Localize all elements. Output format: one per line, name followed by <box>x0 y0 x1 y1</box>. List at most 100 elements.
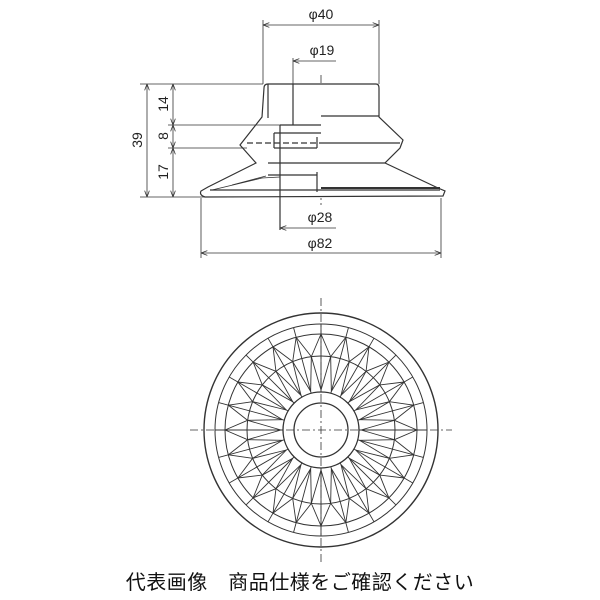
diagonal-rib <box>310 333 322 357</box>
dimensions <box>140 20 442 258</box>
dim-bore-diameter: φ19 <box>310 42 335 58</box>
diagonal-rib <box>345 498 350 523</box>
diagonal-rib <box>365 488 390 499</box>
diagonal-rib <box>292 337 297 362</box>
diagonal-rib <box>379 474 390 499</box>
diagonal-rib <box>262 384 293 403</box>
diagonal-rib <box>295 336 312 357</box>
diagonal-rib <box>310 356 312 392</box>
diagonal-rib <box>365 346 370 372</box>
diagonal-rib <box>340 464 367 490</box>
diagonal-rib <box>247 419 282 431</box>
diagonal-rib <box>389 381 405 402</box>
diagonal-rib <box>389 458 405 479</box>
radial-rib <box>228 448 289 484</box>
diagonal-rib <box>275 458 294 489</box>
radial-rib <box>353 448 414 484</box>
radial-rib <box>293 327 312 394</box>
diagonal-rib <box>340 361 350 396</box>
diagonal-rib <box>310 469 322 504</box>
diagonal-rib <box>252 361 277 372</box>
caption: 代表画像 商品仕様をご確認ください <box>125 570 475 594</box>
diagonal-rib <box>360 429 395 441</box>
diagonal-rib <box>379 474 405 479</box>
diagonal-rib <box>292 468 312 499</box>
diagonal-rib <box>355 384 381 411</box>
diagonal-rib <box>295 503 312 524</box>
bottom-view <box>190 298 452 562</box>
diagonal-rib <box>272 498 293 514</box>
diagonal-rib <box>224 419 248 431</box>
diagonal-rib <box>394 419 418 431</box>
diagonal-rib <box>247 439 283 441</box>
dim-top-height: 14 <box>155 96 171 112</box>
diagonal-rib <box>310 356 322 391</box>
radial-rib <box>218 439 285 458</box>
diagonal-rib <box>394 404 415 421</box>
dim-mid-height: 8 <box>155 132 171 140</box>
diagonal-rib <box>227 404 248 421</box>
radial-rib <box>357 402 424 421</box>
diagonal-rib <box>320 356 332 391</box>
radial-rib <box>330 327 349 394</box>
radial-rib <box>347 456 397 506</box>
dim-total-height: 39 <box>129 132 145 148</box>
diagonal-rib <box>228 401 253 406</box>
diagonal-rib <box>359 419 395 421</box>
diagonal-rib <box>272 488 277 514</box>
diagonal-rib <box>330 361 350 392</box>
diagonal-rib <box>237 458 253 479</box>
diagonal-rib <box>224 429 248 441</box>
diagonal-rib <box>365 361 390 372</box>
diagonal-rib <box>340 370 367 396</box>
dim-lip-diameter: φ82 <box>308 235 333 251</box>
diagonal-rib <box>349 498 370 514</box>
radial-rib <box>228 376 289 412</box>
diagonal-rib <box>345 337 350 362</box>
diagonal-rib <box>365 488 370 514</box>
radial-rib <box>293 466 312 533</box>
radial-rib <box>330 466 349 533</box>
diagonal-rib <box>261 449 287 476</box>
diagonal-rib <box>320 503 332 527</box>
diagonal-rib <box>349 457 380 476</box>
outer-lip-circle <box>203 312 439 548</box>
diagonal-rib <box>320 333 332 357</box>
diagonal-rib <box>228 454 253 459</box>
diagonal-rib <box>330 468 350 499</box>
radial-rib <box>245 354 295 404</box>
diagonal-rib <box>340 464 350 499</box>
diagonal-rib <box>272 346 277 372</box>
diagonal-rib <box>330 503 347 524</box>
diagonal-rib <box>227 439 248 456</box>
radial-rib <box>357 439 424 458</box>
diagonal-rib <box>237 381 263 386</box>
diagonal-rib <box>348 458 367 489</box>
diagonal-rib <box>292 498 297 523</box>
diagonal-rib <box>330 468 332 504</box>
diagonal-rib <box>355 401 390 411</box>
diagonal-rib <box>355 449 390 459</box>
dim-bottom-height: 17 <box>155 164 171 180</box>
diagonal-rib <box>355 449 381 476</box>
diagonal-rib <box>275 371 294 402</box>
diagonal-rib <box>252 488 277 499</box>
diagonal-rib <box>379 361 390 386</box>
diagonal-rib <box>320 469 332 504</box>
diagonal-rib <box>359 439 395 441</box>
dim-top-diameter: φ40 <box>309 6 334 22</box>
diagonal-rib <box>348 371 367 402</box>
diagonal-rib <box>359 439 390 459</box>
diagonal-rib <box>252 474 263 499</box>
diagonal-rib <box>389 401 414 406</box>
radial-rib <box>353 376 414 412</box>
diagonal-rib <box>275 464 302 490</box>
radial-rib <box>245 456 295 506</box>
diagonal-rib <box>237 381 253 402</box>
radial-rib <box>218 402 285 421</box>
cup-outline <box>199 83 446 198</box>
diagonal-rib <box>349 384 380 403</box>
diagonal-rib <box>292 361 302 396</box>
diagonal-rib <box>292 464 302 499</box>
diagonal-rib <box>247 419 283 421</box>
